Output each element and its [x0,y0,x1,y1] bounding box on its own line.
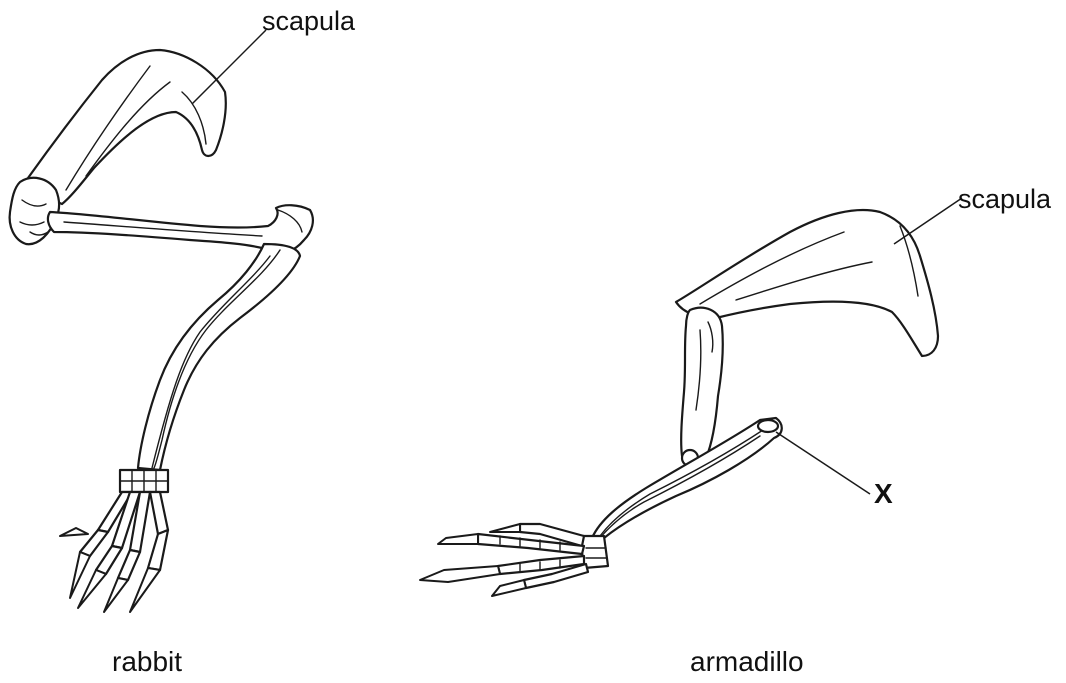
armadillo-humerus [681,308,723,466]
rabbit-digits [60,492,168,612]
rabbit-carpals [120,470,168,492]
armadillo-caption: armadillo [690,648,804,676]
x-leader-line [776,432,870,494]
armadillo-forelimb [420,210,938,596]
rabbit-scapula-label: scapula [262,8,355,35]
rabbit-scapula [28,50,226,204]
armadillo-scapula-leader-line [894,198,962,244]
rabbit-radius-ulna [138,244,300,470]
armadillo-digits [420,524,588,596]
rabbit-caption: rabbit [112,648,182,676]
armadillo-scapula-label: scapula [958,186,1051,213]
x-label: X [874,480,893,508]
rabbit-forelimb [10,50,313,612]
